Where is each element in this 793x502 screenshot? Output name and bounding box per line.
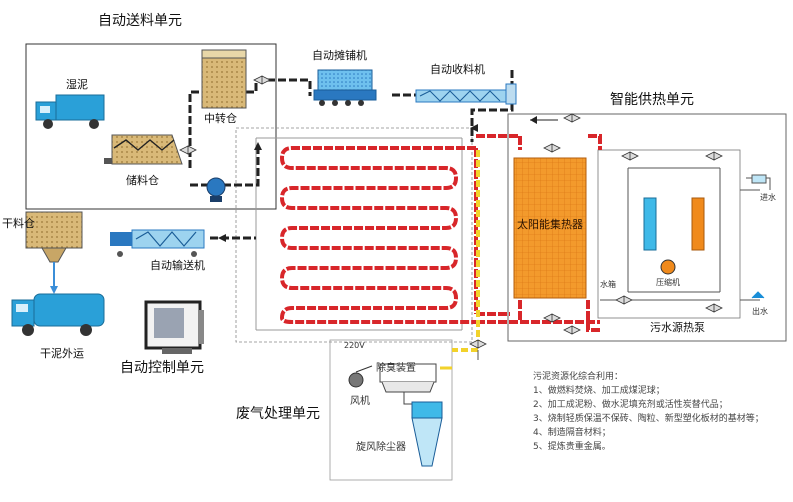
heating-unit-title: 智能供热单元 (610, 92, 694, 108)
feeding-unit-title: 自动送料单元 (98, 13, 182, 29)
solar-collector (513, 157, 587, 299)
exhaust-equipment (348, 363, 443, 467)
solar-collector-label: 太阳能集热器 (517, 218, 583, 231)
collector-conveyor (415, 83, 517, 105)
transfer-bin-label: 中转仓 (204, 112, 237, 125)
feeding-unit-frame (25, 43, 277, 210)
transfer-bin (201, 49, 247, 109)
fan-label: 风机 (350, 396, 370, 407)
auto-conveyor (110, 229, 205, 257)
dry-bin-label: 干料仓 (2, 217, 35, 230)
storage-bin-label: 储料仓 (126, 174, 159, 187)
utilization-notes: 污泥资源化综合利用： 1、做燃料焚烧、加工成煤泥球； 2、加工成泥粉、做水泥填充… (533, 370, 764, 454)
control-unit-title: 自动控制单元 (120, 360, 204, 376)
dry-sludge-truck (11, 293, 105, 336)
collector-label: 自动收料机 (430, 63, 485, 76)
dry-bin (25, 211, 83, 249)
drying-room-walls (255, 137, 463, 331)
notes-item: 3、烧制轻质保温不保砖、陶粒、新型塑化板材的基材等； (533, 414, 764, 424)
heat-pump-internals (600, 167, 771, 301)
heating-unit-frame (507, 113, 787, 342)
heat-pump-frame (597, 149, 741, 319)
exhaust-unit-frame (329, 339, 453, 481)
notes-item: 5、提炼贵重金属。 (533, 442, 611, 452)
solar-loop-pipes (476, 134, 602, 332)
notes-title: 污泥资源化综合利用： (533, 372, 624, 382)
deodorizer-label: 除臭装置 (376, 363, 416, 374)
notes-item: 2、加工成泥粉、做水泥填充剂或活性炭替代品； (533, 400, 728, 410)
wet-sludge-label: 湿泥 (66, 78, 88, 91)
drying-room-frame (235, 127, 473, 343)
exhaust-unit-title: 废气处理单元 (236, 406, 320, 422)
wet-sludge-truck (35, 94, 105, 129)
spreader (313, 69, 377, 106)
storage-bin (104, 134, 183, 165)
compressor-label: 压缩机 (656, 278, 680, 287)
valves (179, 75, 723, 349)
inlet-label: 进水 (760, 193, 776, 202)
heat-pump-label: 污水源热泵 (650, 321, 705, 334)
water-tank-label: 水箱 (600, 280, 616, 289)
outlet-label: 出水 (752, 307, 768, 316)
notes-item: 1、做燃料焚烧、加工成煤泥球； (533, 386, 665, 396)
voltage-label: 220V (344, 341, 365, 350)
control-monitor (144, 300, 204, 354)
auto-conveyor-label: 自动输送机 (150, 259, 205, 272)
dry-transport-label: 干泥外运 (40, 347, 84, 360)
spreader-label: 自动摊铺机 (312, 49, 367, 62)
cyclone-label: 旋风除尘器 (356, 442, 406, 453)
notes-item: 4、制造隔音材料； (533, 428, 611, 438)
heating-coil (279, 146, 476, 324)
feed-pump (206, 177, 226, 202)
